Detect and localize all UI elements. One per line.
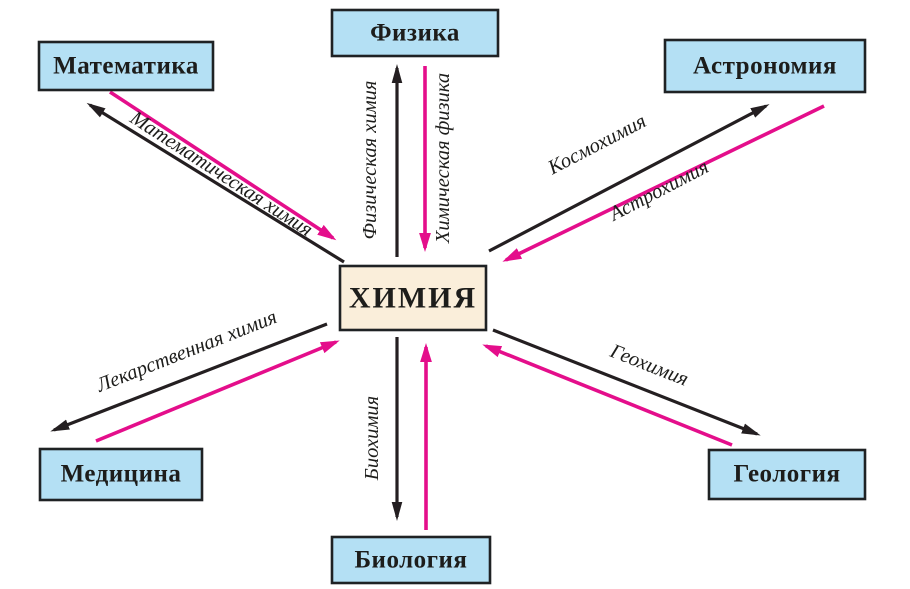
edge-label-chemical-physics: Химическая физика [432, 73, 454, 244]
node-astronomy: Астрономия [663, 38, 867, 94]
node-box-geology [707, 448, 867, 501]
node-label-geology: Геология [733, 461, 840, 488]
arrow-geology-to-chemistry [482, 344, 733, 447]
edge-label-geochemistry: Геохимия [606, 340, 691, 391]
arrow-astronomy-to-chemistry [502, 104, 825, 262]
node-box-mathematics [37, 40, 215, 92]
arrow-chemistry-to-geology [492, 328, 761, 436]
node-label-mathematics: Математика [53, 53, 199, 80]
node-chemistry-center: ХИМИЯ [338, 264, 488, 332]
node-box-biology [330, 535, 492, 585]
edge-label-astrochemistry: Астрохимия [604, 156, 712, 227]
node-label-biology: Биология [355, 547, 468, 574]
edge-label-mathematical-chemistry: Математическая химия [125, 106, 316, 241]
arrow-medicine-to-chemistry [95, 340, 340, 443]
center-node-label: ХИМИЯ [349, 282, 477, 315]
arrow-chemistry-to-mathematics [86, 102, 345, 264]
node-physics: Физика [330, 8, 500, 58]
node-medicine: Медицина [38, 447, 204, 502]
node-box-astronomy [663, 38, 867, 94]
node-geology: Геология [707, 448, 867, 501]
node-mathematics: Математика [37, 40, 215, 92]
arrow-chemistry-to-astronomy [488, 104, 770, 253]
node-box-medicine [38, 447, 204, 502]
node-biology: Биология [330, 535, 492, 585]
node-label-physics: Физика [370, 20, 460, 47]
edge-label-cosmochemistry: Космохимия [544, 110, 650, 180]
node-label-astronomy: Астрономия [693, 53, 837, 80]
arrow-chemistry-to-medicine [50, 322, 328, 432]
center-node-box [338, 264, 488, 332]
edge-label-biochemistry: Биохимия [361, 396, 383, 481]
edge-label-physical-chemistry: Физическая химия [359, 81, 381, 240]
node-box-physics [330, 8, 500, 58]
arrow-mathematics-to-chemistry [109, 90, 337, 241]
node-label-medicine: Медицина [61, 461, 182, 488]
